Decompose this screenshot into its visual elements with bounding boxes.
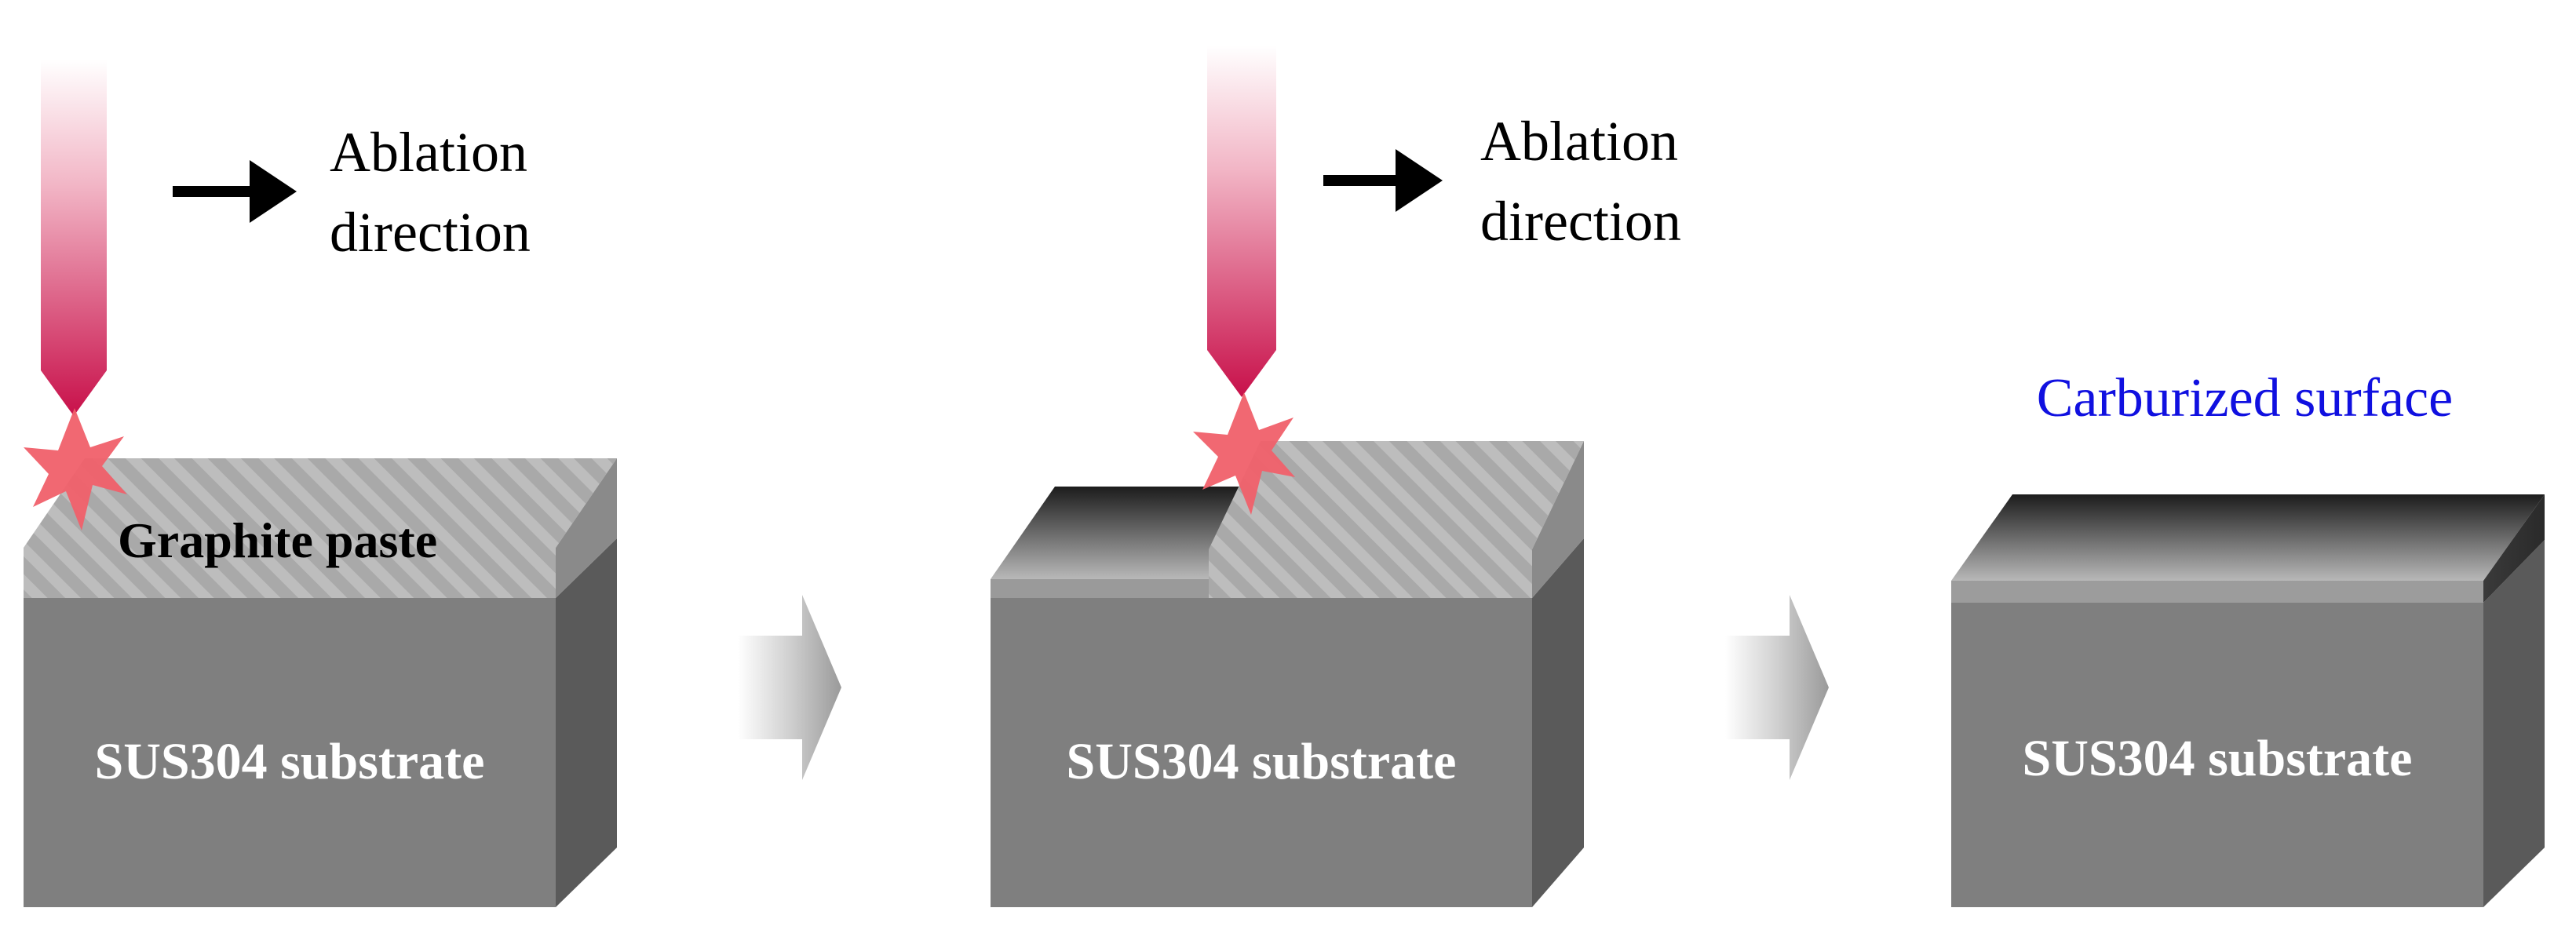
laser-beam [41, 60, 107, 416]
laser-beam [1207, 46, 1276, 397]
carburized-surface-side [2483, 494, 2545, 603]
graphite-paste-front [1209, 549, 1532, 598]
graphite-paste-top [1209, 441, 1584, 549]
graphite-paste-front [24, 548, 556, 598]
ablation-label-line1: Ablation [1480, 110, 1678, 173]
substrate-block-front [24, 598, 556, 907]
ablation-direction-arrow-icon [1396, 149, 1443, 212]
carburized-region-front [991, 579, 1209, 598]
graphite-paste-label: Graphite paste [118, 512, 437, 568]
laser-spark-icon [1193, 392, 1295, 515]
carburized-region-top [991, 487, 1273, 579]
step-arrow-2-icon [1725, 595, 1829, 780]
substrate-block-side [556, 538, 617, 907]
ablation-label-line2: direction [330, 201, 531, 264]
laser-spark-icon [24, 408, 127, 530]
ablation-label-line2: direction [1480, 190, 1681, 253]
substrate-block-side [1532, 538, 1584, 907]
substrate-block-front [1951, 603, 2483, 907]
substrate-label: SUS304 substrate [95, 733, 485, 790]
substrate-block-side [2483, 540, 2545, 907]
graphite-paste-side [1532, 441, 1584, 598]
carburized-surface-top [1951, 494, 2545, 581]
ablation-direction-arrow-icon [250, 160, 297, 223]
step-arrow-1-icon [738, 595, 841, 780]
carburized-surface-label: Carburized surface [2037, 368, 2454, 428]
graphite-paste-side [556, 458, 617, 598]
substrate-label: SUS304 substrate [2023, 730, 2413, 787]
stage-2: Ablation direction SUS304 substrate [991, 46, 1681, 907]
substrate-block-front [991, 598, 1532, 907]
graphite-paste-top [24, 458, 617, 548]
stage-1: Ablation direction Graphite paste SUS304… [24, 60, 617, 907]
stage-3: Carburized surface SUS304 substrate [1951, 368, 2545, 907]
carburized-surface-front [1951, 581, 2483, 603]
substrate-label: SUS304 substrate [1067, 733, 1457, 790]
ablation-label-line1: Ablation [330, 121, 527, 184]
